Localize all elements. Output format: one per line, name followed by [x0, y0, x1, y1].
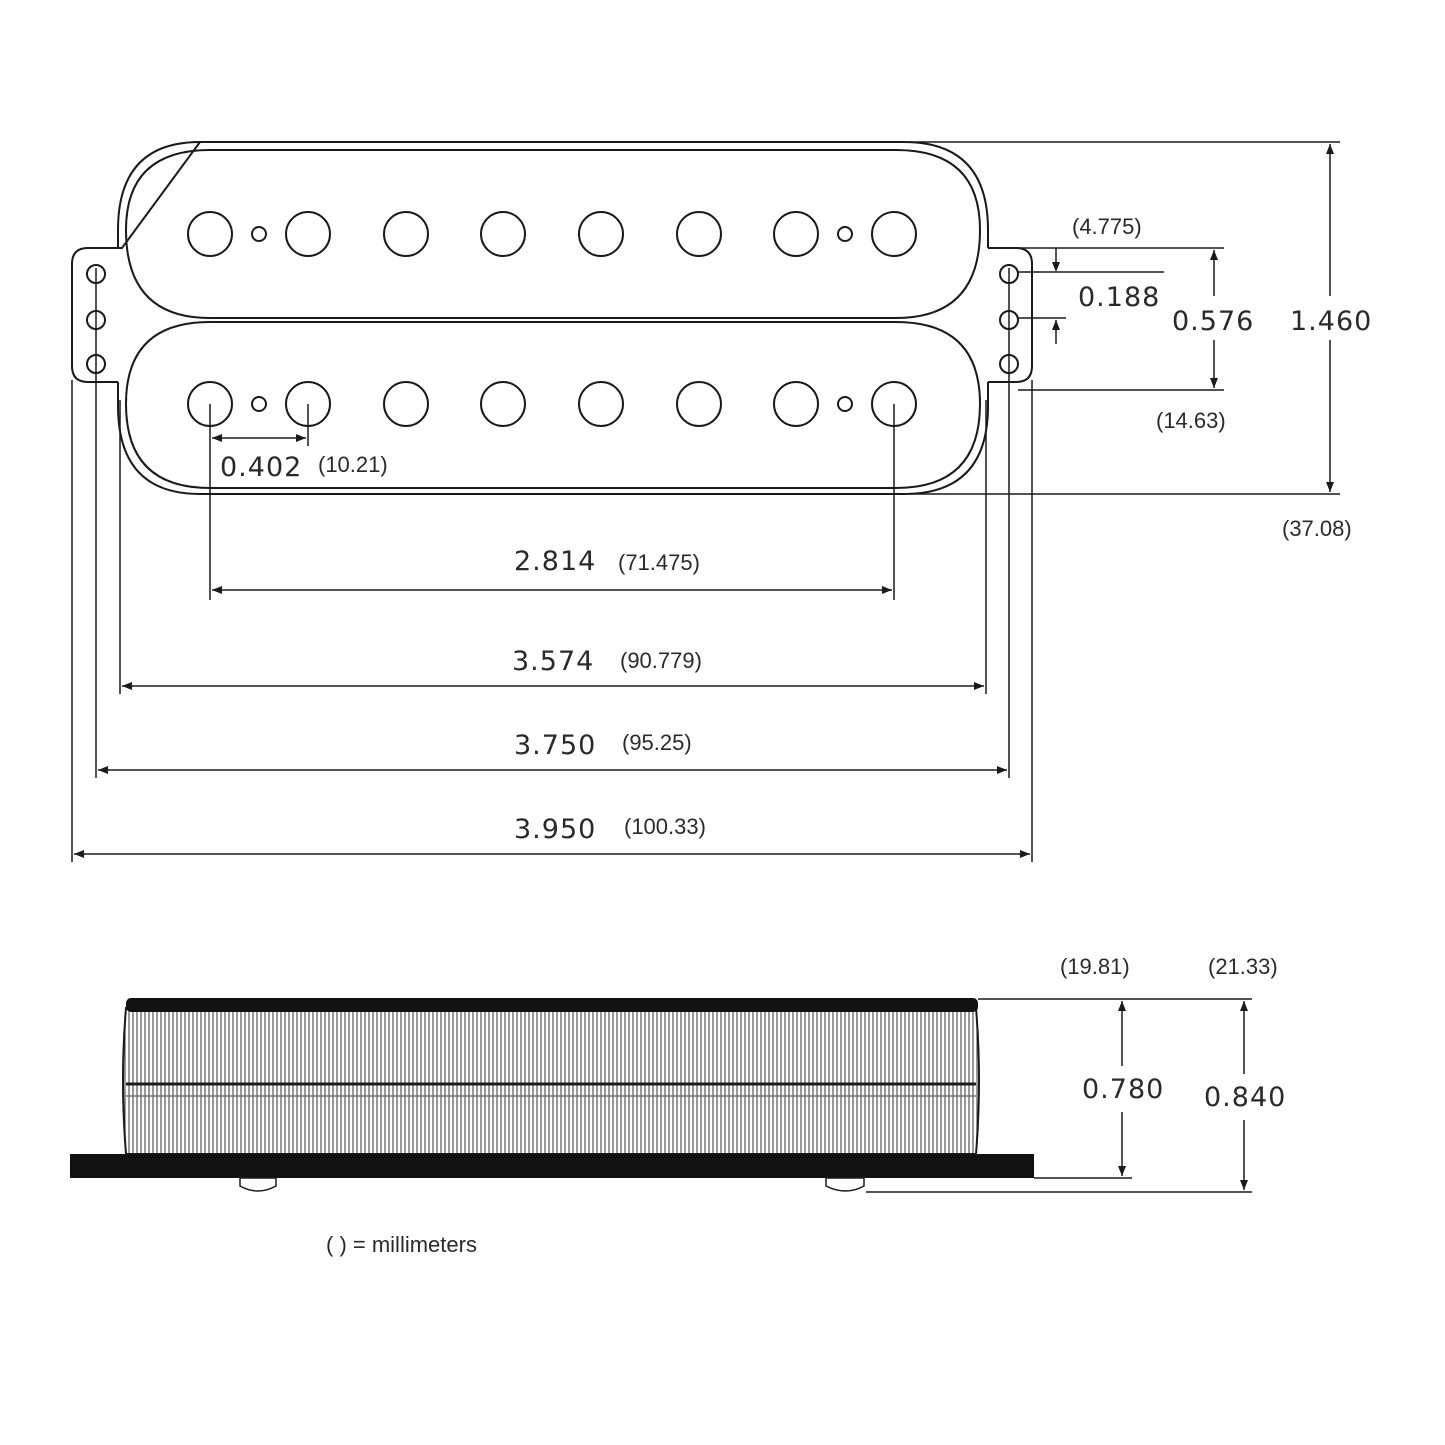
screw-hole — [251, 396, 267, 412]
dim-body-height-inch: 0.780 — [1082, 1074, 1164, 1105]
screw-head — [825, 1177, 865, 1192]
pole-piece — [480, 381, 526, 427]
pole-piece — [676, 381, 722, 427]
upper-pole-row — [187, 211, 917, 257]
dimension-total-height: 0.840 (21.33) — [1204, 954, 1286, 1190]
pole-piece — [578, 211, 624, 257]
cover-top — [126, 998, 978, 1012]
pole-piece — [187, 211, 233, 257]
dim-mount-hole-span-inch: 3.750 — [514, 730, 596, 761]
screw-head — [239, 1177, 277, 1192]
pole-piece — [773, 211, 819, 257]
dim-overall-length-inch: 3.950 — [514, 814, 596, 845]
dim-hole-diameter-inch: 0.188 — [1078, 282, 1160, 313]
screw-hole — [251, 226, 267, 242]
dim-mount-hole-pitch-mm: (14.63) — [1156, 408, 1226, 433]
lower-pole-row — [187, 381, 917, 427]
dim-pole-spacing-inch: 0.402 — [220, 452, 302, 483]
dimension-outer-pole-span: 2.814 (71.475) — [212, 546, 892, 594]
dim-mount-hole-pitch-inch: 0.576 — [1172, 306, 1254, 337]
top-view: 0.402 (10.21) 2.814 (71.475) 3.574 (90.7… — [71, 140, 1372, 862]
dim-pole-spacing-mm: (10.21) — [318, 452, 388, 477]
dimension-mount-hole-pitch: 0.576 (14.63) — [1156, 250, 1254, 433]
pole-piece — [578, 381, 624, 427]
pole-piece — [480, 211, 526, 257]
dim-total-height-mm: (21.33) — [1208, 954, 1278, 979]
screw-hole — [837, 226, 853, 242]
units-legend: ( ) = millimeters — [326, 1232, 477, 1257]
pole-piece — [773, 381, 819, 427]
pole-piece — [285, 211, 331, 257]
upper-coil-outline — [124, 149, 982, 319]
coil-winding — [122, 1007, 980, 1155]
dim-mount-hole-span-mm: (95.25) — [622, 730, 692, 755]
baseplate — [70, 1154, 1034, 1178]
pole-piece — [383, 381, 429, 427]
dim-overall-width-mm: (37.08) — [1282, 516, 1352, 541]
dimension-mount-hole-span: 3.750 (95.25) — [98, 730, 1007, 774]
dimension-overall-width: 1.460 (37.08) — [1282, 144, 1372, 541]
dim-total-height-inch: 0.840 — [1204, 1082, 1286, 1113]
side-view: 0.780 (19.81) 0.840 (21.33) — [70, 954, 1286, 1193]
pole-piece — [871, 211, 917, 257]
dim-overall-length-mm: (100.33) — [624, 814, 706, 839]
dimension-body-height: 0.780 (19.81) — [1060, 954, 1164, 1176]
dim-overall-width-inch: 1.460 — [1290, 306, 1372, 337]
dimension-hole-diameter: (4.775) 0.188 — [1052, 214, 1160, 344]
dim-outer-pole-span-inch: 2.814 — [514, 546, 596, 577]
pole-piece — [676, 211, 722, 257]
dim-cover-width-mm: (90.779) — [620, 648, 702, 673]
baseplate-outline — [71, 247, 122, 383]
screw-hole — [837, 396, 853, 412]
baseplate-outline-right — [988, 247, 1033, 383]
dimension-pole-spacing: 0.402 (10.21) — [212, 434, 388, 483]
dimension-overall-length: 3.950 (100.33) — [74, 814, 1030, 858]
dimension-cover-width: 3.574 (90.779) — [122, 646, 984, 690]
dim-cover-width-inch: 3.574 — [512, 646, 594, 677]
lower-coil-outline — [124, 321, 982, 489]
pole-piece — [383, 211, 429, 257]
dim-hole-diameter-mm: (4.775) — [1072, 214, 1142, 239]
dim-body-height-mm: (19.81) — [1060, 954, 1130, 979]
dim-outer-pole-span-mm: (71.475) — [618, 550, 700, 575]
